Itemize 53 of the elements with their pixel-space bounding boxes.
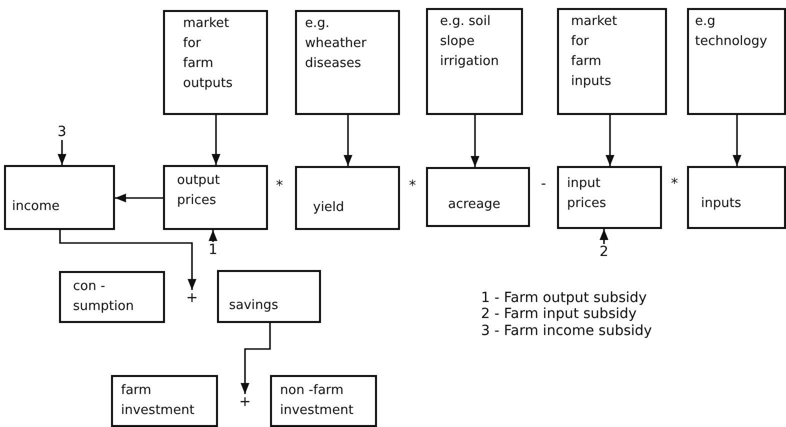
process-box [217, 270, 321, 323]
arrow [600, 229, 608, 244]
box-label: output prices [177, 172, 220, 210]
process-box [59, 271, 165, 323]
box-label: input prices [567, 175, 606, 213]
arrow [58, 140, 66, 165]
arrow [240, 323, 271, 394]
box-label: market for farm outputs [183, 15, 233, 93]
process-box [295, 10, 400, 115]
arrow [606, 115, 614, 166]
operator-sign: * [409, 178, 416, 194]
operator-sign: * [671, 176, 678, 192]
callout-number: 3 [55, 124, 69, 140]
box-label: savings [229, 297, 280, 315]
operator-sign: * [276, 178, 283, 194]
callout-number: 1 [206, 242, 220, 258]
arrow [344, 115, 352, 166]
process-box [687, 8, 786, 115]
box-label: non -farm investment [280, 382, 354, 420]
arrow [732, 115, 742, 166]
box-label: farm investment [121, 382, 196, 420]
box-label: acreage [448, 196, 500, 214]
box-label: e.g. soil slope irrigation [440, 13, 499, 71]
box-label: income [12, 198, 60, 216]
legend-entry: 1 - Farm output subsidy [481, 290, 647, 306]
arrow [212, 115, 220, 165]
operator-sign: + [185, 290, 199, 306]
box-label: e.g. wheather diseases [305, 15, 367, 73]
box-label: yield [313, 199, 344, 217]
callout-number: 2 [597, 244, 611, 260]
box-label: inputs [701, 195, 742, 213]
process-box [163, 165, 268, 230]
process-box [270, 375, 377, 427]
process-box [557, 166, 662, 229]
box-label: e.g technology [695, 13, 768, 51]
arrow [208, 230, 218, 242]
arrow [115, 194, 163, 202]
process-box [557, 8, 667, 115]
arrow [59, 230, 196, 290]
legend-entry: 3 - Farm income subsidy [481, 323, 652, 339]
process-box [426, 8, 523, 115]
arrow [470, 115, 480, 167]
process-box [163, 10, 268, 115]
process-box [687, 166, 786, 229]
box-label: con - sumption [73, 278, 133, 316]
process-box [111, 375, 218, 427]
box-label: market for farm inputs [571, 13, 618, 91]
process-box [295, 166, 400, 230]
process-box [426, 167, 530, 227]
operator-sign: - [541, 176, 546, 192]
process-box [4, 165, 115, 230]
legend-entry: 2 - Farm input subsidy [481, 306, 637, 322]
operator-sign: + [238, 394, 252, 410]
